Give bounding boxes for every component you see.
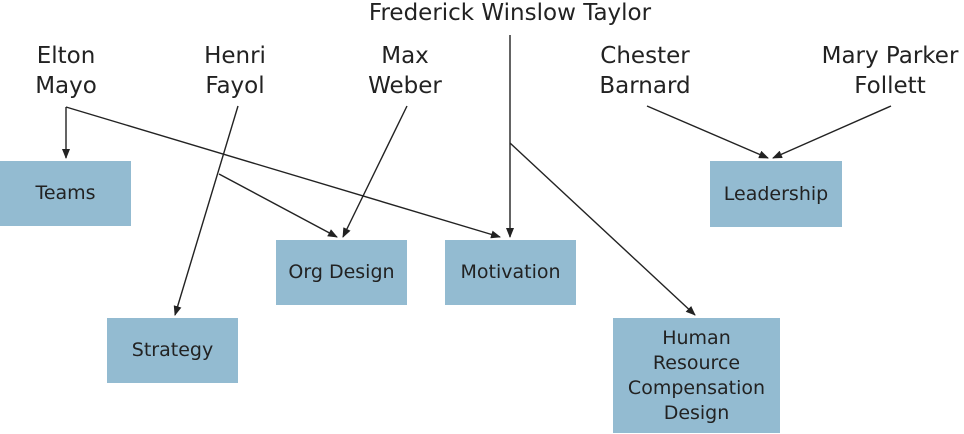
arrow-weber-to-org-design <box>342 105 408 238</box>
topic-box-org-design: Org Design <box>276 240 407 305</box>
arrow-fayol-to-org-design <box>218 173 338 238</box>
topic-box-strategy: Strategy <box>107 318 238 383</box>
arrow-taylor-to-hr <box>509 142 696 316</box>
arrow-follett-to-leadership <box>772 105 892 159</box>
topic-box-motivation: Motivation <box>445 240 576 305</box>
theorist-frederick-winslow-taylor: Frederick Winslow Taylor <box>368 0 652 26</box>
arrow-barnard-to-leadership <box>646 105 769 159</box>
theorist-chester-barnard: Chester Barnard <box>599 43 691 99</box>
topic-box-teams: Teams <box>0 161 131 226</box>
topic-box-human-resource-compensation-design: Human Resource Compensation Design <box>613 318 780 433</box>
theorist-max-weber: Max Weber <box>368 43 442 99</box>
theorist-elton-mayo: Elton Mayo <box>35 43 97 99</box>
arrow-fayol-to-strategy <box>173 105 239 316</box>
theorist-mary-parker-follett: Mary Parker Follett <box>821 43 959 99</box>
theorist-henri-fayol: Henri Fayol <box>204 43 266 99</box>
arrow-mayo-to-motivation <box>65 106 501 239</box>
topic-box-leadership: Leadership <box>710 161 842 227</box>
